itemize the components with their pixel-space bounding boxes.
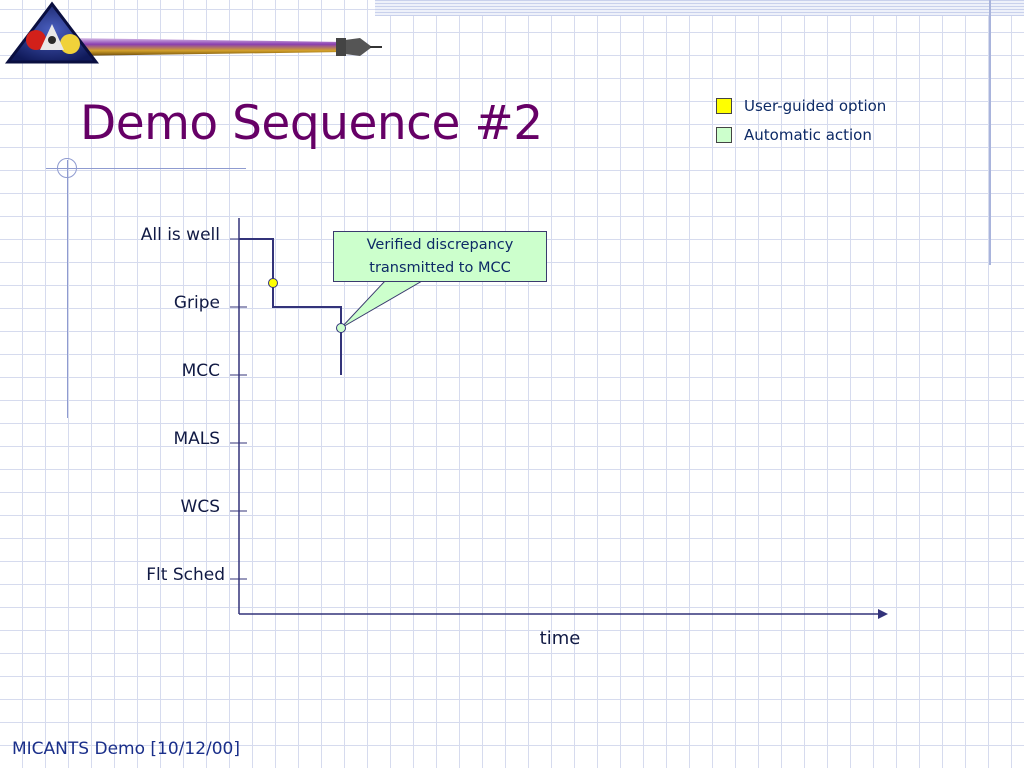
title-rule-circle [57, 158, 77, 178]
legend: User-guided option Automatic action [716, 91, 886, 149]
callout-pointer [340, 280, 424, 329]
title-underline [46, 168, 246, 169]
level-label-mcc: MCC [181, 361, 220, 381]
level-label-wcs: WCS [180, 497, 220, 517]
callout-line-2: transmitted to MCC [369, 259, 511, 276]
level-label-mals: MALS [173, 429, 220, 449]
logo-emblem [4, 1, 382, 64]
legend-label: Automatic action [744, 125, 872, 144]
footer-text: MICANTS Demo [10/12/00] [12, 739, 241, 759]
legend-swatch-yellow [716, 97, 732, 114]
automatic-action-point [336, 323, 346, 333]
right-decorative-rule [989, 0, 991, 265]
legend-item-automatic: Automatic action [716, 120, 886, 149]
level-label-all-is-well: All is well [140, 225, 220, 245]
callout-line-1: Verified discrepancy [366, 236, 514, 253]
legend-swatch-green [716, 126, 732, 143]
level-label-flt-sched: Flt Sched [146, 565, 225, 585]
callout-box: Verified discrepancy transmitted to MCC [333, 231, 547, 282]
sequence-path [239, 238, 342, 375]
legend-item-user-guided: User-guided option [716, 91, 886, 120]
title-vertical-rule [67, 160, 68, 418]
x-axis-arrowhead [878, 609, 888, 619]
legend-label: User-guided option [744, 96, 887, 115]
x-axis-label: time [539, 628, 581, 649]
page-title: Demo Sequence #2 [80, 96, 543, 151]
top-decorative-band [375, 0, 1024, 16]
level-label-gripe: Gripe [173, 293, 220, 313]
user-guided-point [268, 278, 278, 288]
